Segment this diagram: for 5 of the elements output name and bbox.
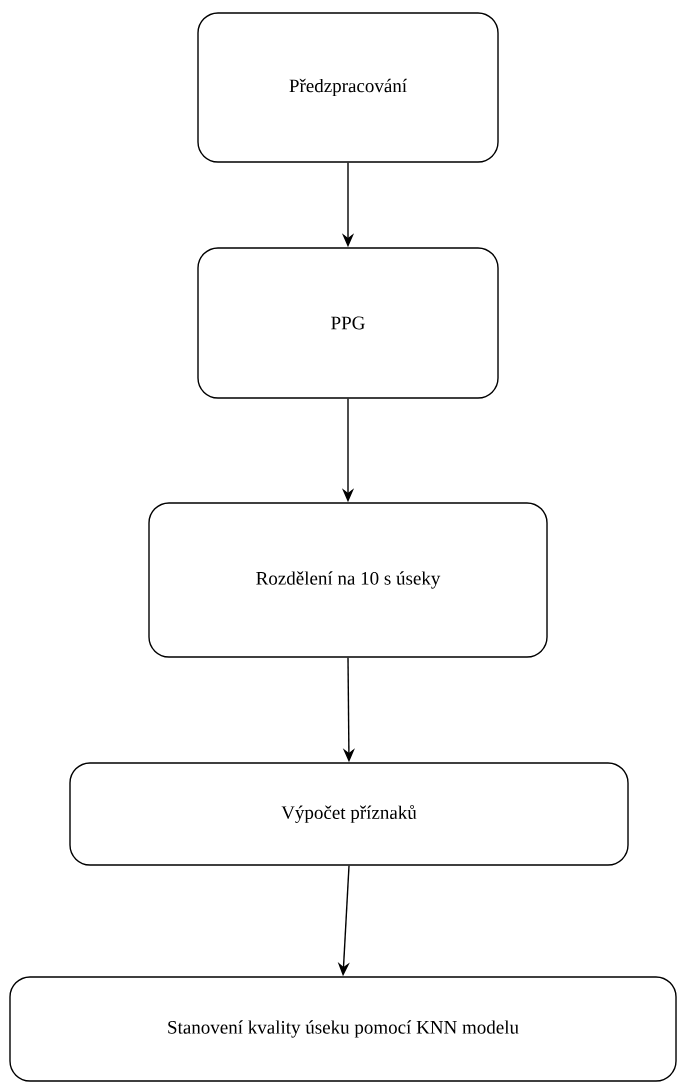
process-box: Předzpracování xyxy=(197,12,499,163)
process-box: Stanovení kvality úseku pomocí KNN modelu xyxy=(9,976,677,1082)
process-box: Výpočet příznaků xyxy=(69,762,629,866)
process-box: Rozdělení na 10 s úseky xyxy=(148,502,548,658)
process-box: PPG xyxy=(197,247,499,399)
